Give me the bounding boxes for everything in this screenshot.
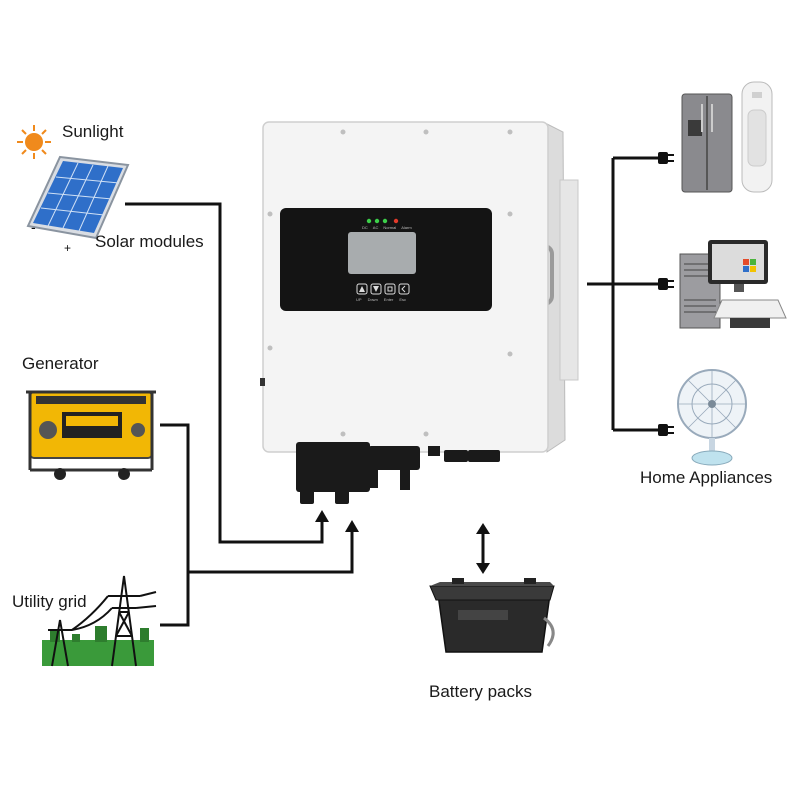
inverter-button-labels: UP Down Enter Esc bbox=[356, 297, 406, 302]
label-battery-packs: Battery packs bbox=[429, 682, 532, 701]
power-tower-icon bbox=[42, 575, 157, 667]
svg-text:-: - bbox=[31, 219, 36, 235]
led-label-dc: DC bbox=[362, 225, 368, 230]
led-label-ac: AC bbox=[372, 225, 379, 230]
label-sunlight: Sunlight bbox=[62, 122, 124, 141]
sun-icon bbox=[17, 125, 51, 159]
wires bbox=[125, 156, 660, 627]
generator-icon bbox=[26, 390, 156, 480]
solar-wire bbox=[125, 202, 324, 544]
button-label-up: UP bbox=[356, 297, 362, 302]
label-generator: Generator bbox=[22, 354, 99, 373]
inverter-unit bbox=[260, 121, 579, 504]
computer-icon bbox=[679, 240, 787, 329]
fan-icon bbox=[677, 369, 747, 466]
label-utility-grid: Utility grid bbox=[12, 592, 87, 611]
grid-wire bbox=[188, 532, 354, 574]
panel-buttons bbox=[356, 283, 410, 295]
label-solar-modules: Solar modules bbox=[95, 232, 204, 251]
svg-text:+: + bbox=[64, 241, 71, 255]
inverter-ports bbox=[296, 442, 500, 504]
refrigerator-icon bbox=[681, 93, 733, 193]
arrow-solar bbox=[315, 510, 329, 522]
battery-icon bbox=[429, 578, 555, 653]
button-label-down: Down bbox=[367, 297, 378, 302]
inverter-led-labels: DC AC Normal Alarm bbox=[362, 225, 412, 230]
plug-icon bbox=[658, 152, 674, 436]
button-label-enter: Enter bbox=[383, 297, 394, 302]
lcd-screen bbox=[348, 232, 416, 274]
battery-double-arrow bbox=[476, 523, 490, 574]
button-label-esc: Esc bbox=[399, 297, 407, 302]
status-leds bbox=[366, 218, 399, 224]
led-label-normal: Normal bbox=[383, 225, 397, 230]
generator-wire bbox=[160, 423, 190, 627]
label-home-appliances: Home Appliances bbox=[640, 468, 773, 487]
solar-panel-icon: - + bbox=[26, 155, 130, 255]
arrow-grid bbox=[345, 520, 359, 532]
led-label-alarm: Alarm bbox=[401, 225, 412, 230]
air-conditioner-icon bbox=[741, 81, 773, 193]
